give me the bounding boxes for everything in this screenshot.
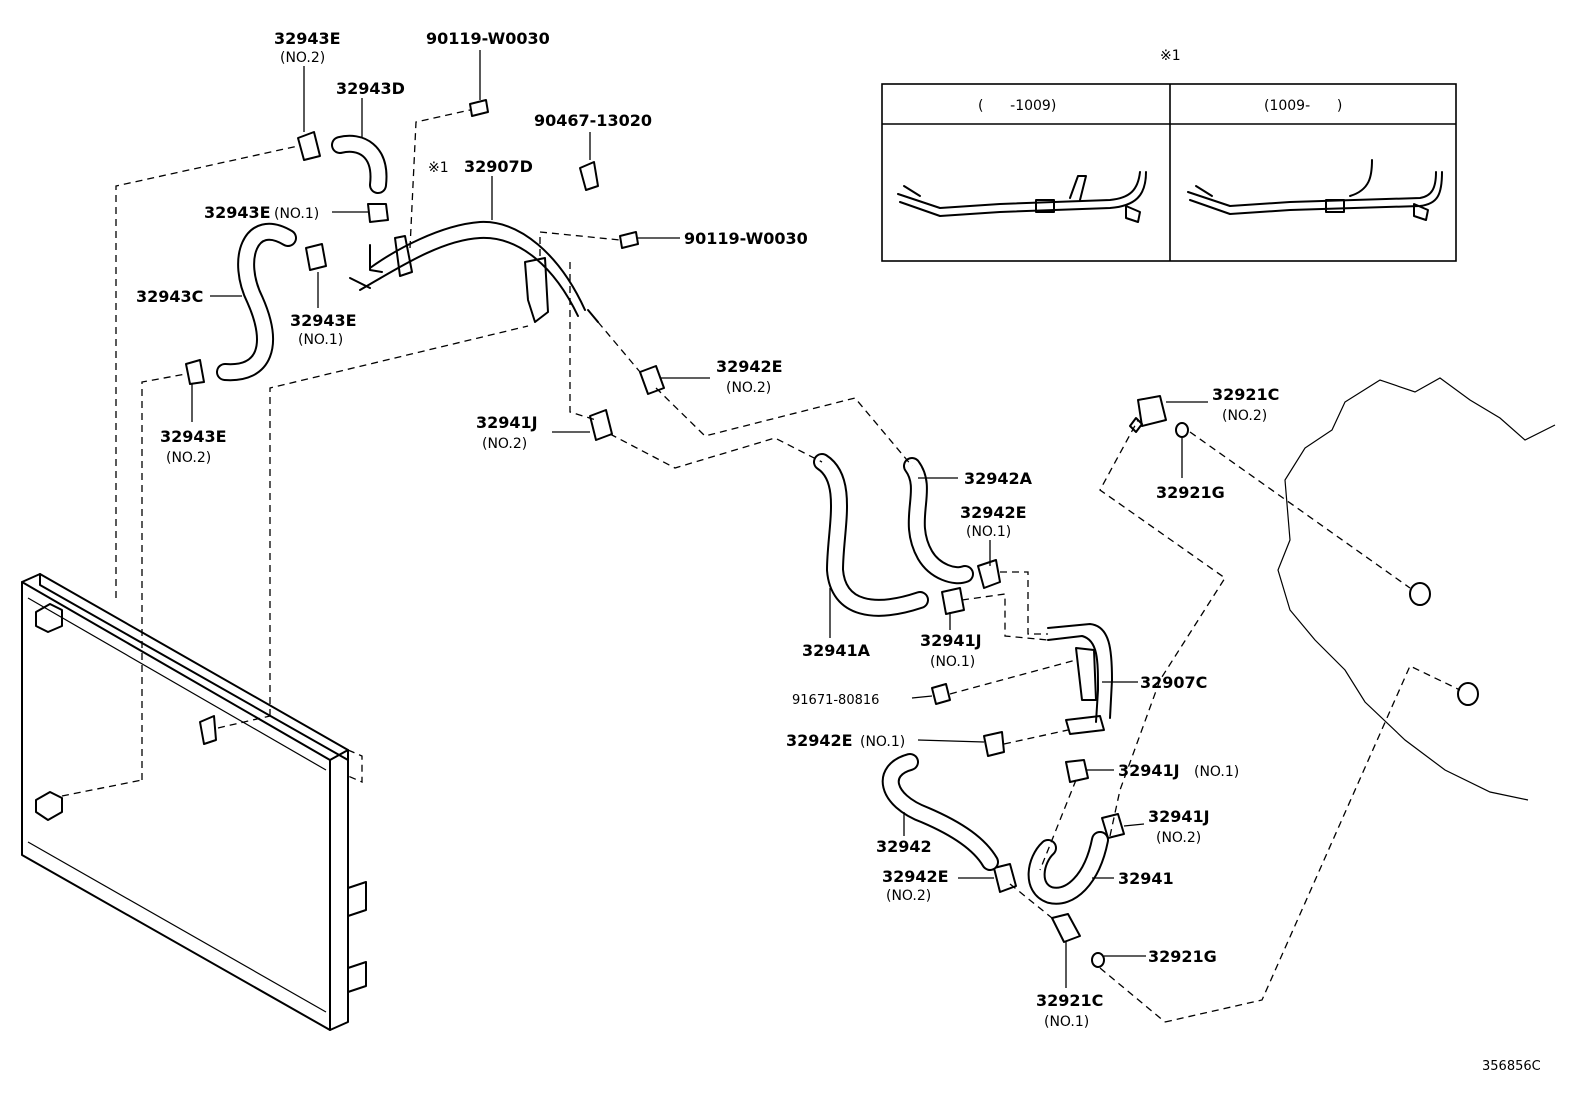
label-32942e-no2-a: 32942E (716, 357, 783, 376)
pipe-assy-32907d (349, 220, 599, 323)
label-32942e-no1-b-sub: (NO.1) (860, 734, 905, 750)
label-90119-w0030-top: 90119-W0030 (426, 29, 550, 48)
label-90119-w0030-mid: 90119-W0030 (684, 229, 808, 248)
hose-32941a (813, 453, 929, 617)
label-32941j-no2-a: 32941J (476, 413, 538, 432)
label-32942e-no2-a-sub: (NO.2) (726, 380, 771, 396)
label-91671-80816: 91671-80816 (792, 693, 879, 708)
pipe-assy-32907c (1047, 623, 1113, 735)
union-fitting-icon (1051, 395, 1189, 968)
label-32921c-no1-sub: (NO.1) (1044, 1014, 1089, 1030)
label-32907d-prefix: ※1 (428, 160, 449, 176)
radiator (21, 573, 367, 1031)
hose-32943c (216, 222, 297, 382)
label-32943c: 32943C (136, 287, 203, 306)
label-32942e-no2-b: 32942E (882, 867, 949, 886)
label-32941j-no1-a-sub: (NO.1) (930, 654, 975, 670)
label-32943e-no1-a-sub: (NO.1) (274, 206, 319, 222)
label-32943e-no1-b: 32943E (290, 311, 357, 330)
pipe-variant-early (897, 171, 1147, 223)
label-32921c-no1: 32921C (1036, 991, 1103, 1010)
label-90467-13020: 90467-13020 (534, 111, 652, 130)
label-32943e-no1-b-sub: (NO.1) (298, 332, 343, 348)
inset-left-header: ( -1009) (978, 98, 1056, 114)
hose-32942a (903, 457, 974, 585)
label-32941j-no2-b: 32941J (1148, 807, 1210, 826)
label-32942e-no1-a-sub: (NO.1) (966, 524, 1011, 540)
part-labels: 32943E (NO.2) 32943D 90119-W0030 90467-1… (136, 29, 1541, 1074)
label-32921g-upper: 32921G (1156, 483, 1225, 502)
transmission-outline (1277, 377, 1556, 801)
label-32942e-no1-b: 32942E (786, 731, 853, 750)
label-32943e-no2-top-sub: (NO.2) (280, 50, 325, 66)
label-32942e-no2-b-sub: (NO.2) (886, 888, 931, 904)
label-32941a: 32941A (802, 641, 871, 660)
leader-lines (191, 50, 1208, 988)
connection-lines (61, 109, 1461, 1023)
label-32943e-no2-bottom: 32943E (160, 427, 227, 446)
inset-right-header: (1009- ) (1264, 98, 1342, 114)
label-32941j-no2-a-sub: (NO.2) (482, 436, 527, 452)
clamp-icon (185, 99, 665, 441)
label-32943e-no2-bottom-sub: (NO.2) (166, 450, 211, 466)
label-32942: 32942 (876, 837, 932, 856)
label-32942a: 32942A (964, 469, 1033, 488)
hose-32942 (881, 753, 999, 871)
illustration-ref: 356856C (1482, 1059, 1541, 1074)
hose-32941 (1027, 831, 1109, 905)
clamp-icon (931, 559, 1125, 893)
label-32943e-no2-top: 32943E (274, 29, 341, 48)
pipe-variant-late (1187, 159, 1443, 221)
label-32941j-no1-a: 32941J (920, 631, 982, 650)
label-32943d: 32943D (336, 79, 405, 98)
inset-marker: ※1 (1160, 48, 1181, 64)
label-32941j-no1-b-sub: (NO.1) (1194, 764, 1239, 780)
label-32941j-no1-b: 32941J (1118, 761, 1180, 780)
label-32943e-no1-a: 32943E (204, 203, 271, 222)
label-32907d: 32907D (464, 157, 533, 176)
label-32921c-no2-sub: (NO.2) (1222, 408, 1267, 424)
label-32907c: 32907C (1140, 673, 1207, 692)
label-32942e-no1-a: 32942E (960, 503, 1027, 522)
label-32921c-no2: 32921C (1212, 385, 1279, 404)
hose-32943d (331, 134, 388, 194)
label-32941: 32941 (1118, 869, 1174, 888)
label-32921g-lower: 32921G (1148, 947, 1217, 966)
inset-box: ※1 ( -1009) (1009- ) (881, 48, 1457, 262)
label-32941j-no2-b-sub: (NO.2) (1156, 830, 1201, 846)
